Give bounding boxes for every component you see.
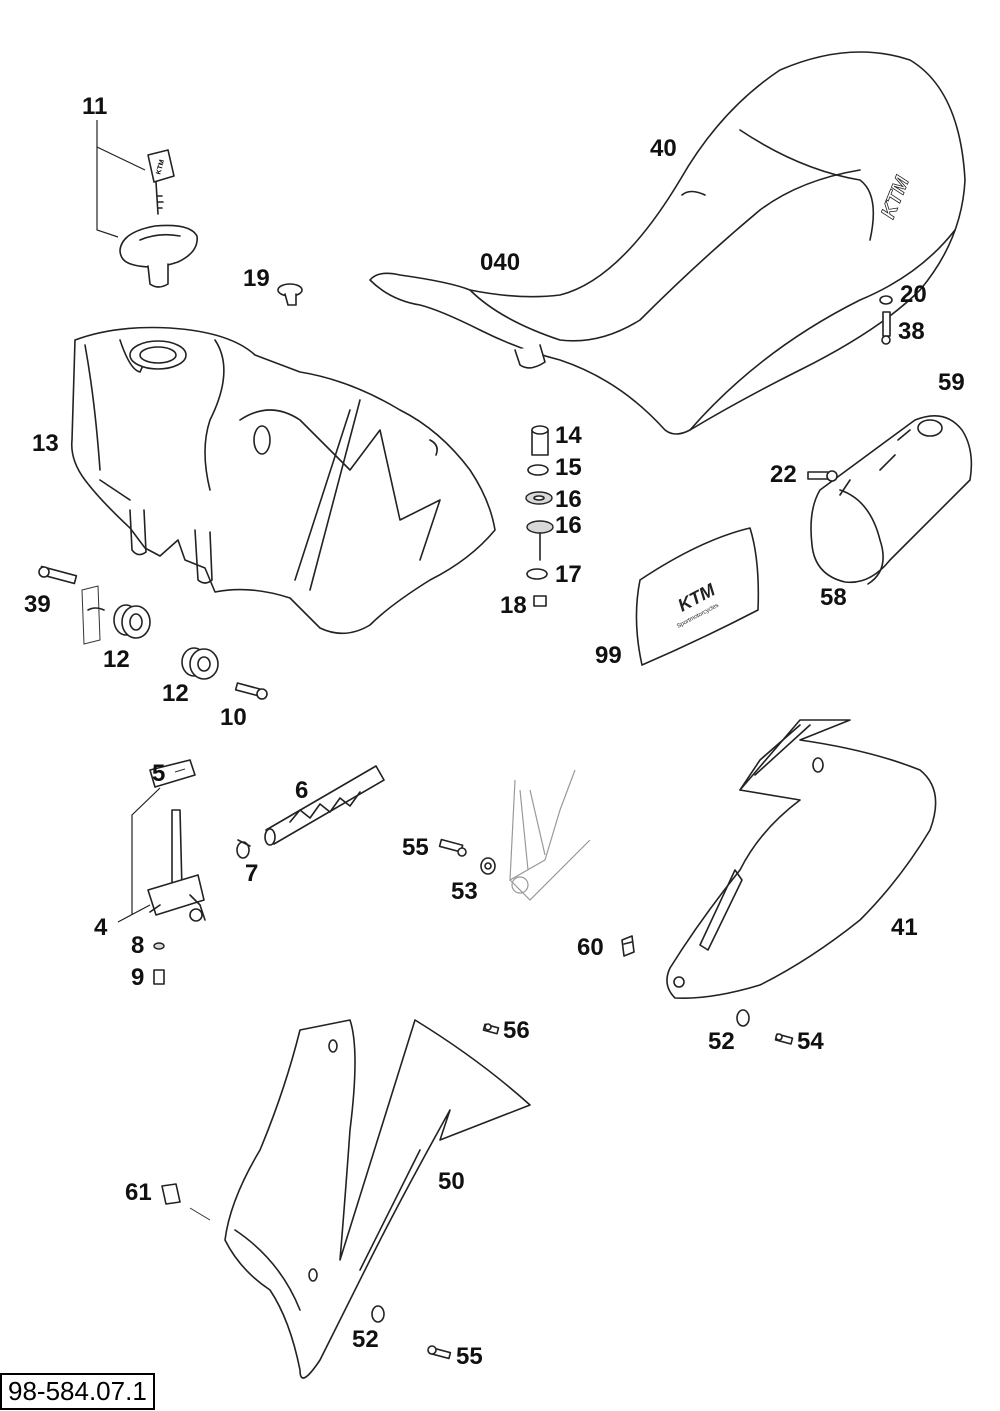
key-and-filler-cap: KTM [96, 120, 198, 288]
callout-54: 54 [797, 1028, 824, 1055]
bolt-39-bracket-grommets-12 [38, 565, 219, 680]
callout-40: 40 [650, 135, 677, 162]
callout-19: 19 [243, 265, 270, 292]
callout-56: 56 [503, 1017, 530, 1044]
callout-22: 22 [770, 461, 797, 488]
svg-text:KTM: KTM [155, 159, 166, 176]
callout-38: 38 [898, 318, 925, 345]
callout-52: 52 [352, 1326, 379, 1353]
callout-4: 4 [94, 914, 108, 941]
small-fasteners [482, 1009, 794, 1045]
callout-55: 55 [456, 1343, 483, 1370]
bolt-washer-stack [525, 425, 554, 607]
callout-50: 50 [438, 1168, 465, 1195]
screw-19 [277, 283, 303, 306]
fuel-tank [70, 326, 496, 635]
callout-12: 12 [162, 680, 189, 707]
callout-60: 60 [577, 934, 604, 961]
washer-20-screw-38 [879, 295, 893, 345]
callout-5: 5 [152, 760, 166, 787]
callout-18: 18 [500, 592, 527, 619]
callout-13: 13 [32, 430, 59, 457]
bolt-55-nut-53 [438, 769, 591, 901]
screw-10 [234, 682, 268, 700]
callout-040: 040 [480, 249, 521, 276]
tank-pad: KTM Sportmotorcycles [635, 527, 760, 666]
drawing-number: 98-584.07.1 [0, 1373, 155, 1410]
callout-20: 20 [900, 281, 927, 308]
callout-61: 61 [125, 1179, 152, 1206]
callout-12: 12 [103, 646, 130, 673]
callout-17: 17 [555, 561, 582, 588]
callout-41: 41 [891, 914, 918, 941]
callout-14: 14 [555, 422, 582, 449]
callout-53: 53 [451, 878, 478, 905]
callout-39: 39 [24, 591, 51, 618]
side-panel-right [666, 719, 937, 1000]
callout-15: 15 [555, 454, 582, 481]
fuel-tap-assembly [117, 759, 206, 985]
callout-7: 7 [245, 860, 259, 887]
callout-99: 99 [595, 642, 622, 669]
callout-10: 10 [220, 704, 247, 731]
callout-52: 52 [708, 1028, 735, 1055]
callout-11: 11 [82, 93, 108, 120]
callout-8: 8 [131, 932, 145, 959]
clip-60 [621, 935, 635, 957]
fuel-hose [236, 765, 385, 859]
callout-6: 6 [295, 777, 309, 804]
side-panel-left [161, 1019, 531, 1379]
callout-9: 9 [131, 964, 145, 991]
callout-58: 58 [820, 584, 847, 611]
callout-59: 59 [938, 369, 965, 396]
callout-16: 16 [555, 486, 582, 513]
callout-55: 55 [402, 834, 429, 861]
toolbox [807, 414, 973, 585]
seat: KTM [369, 51, 966, 435]
callout-16: 16 [555, 512, 582, 539]
